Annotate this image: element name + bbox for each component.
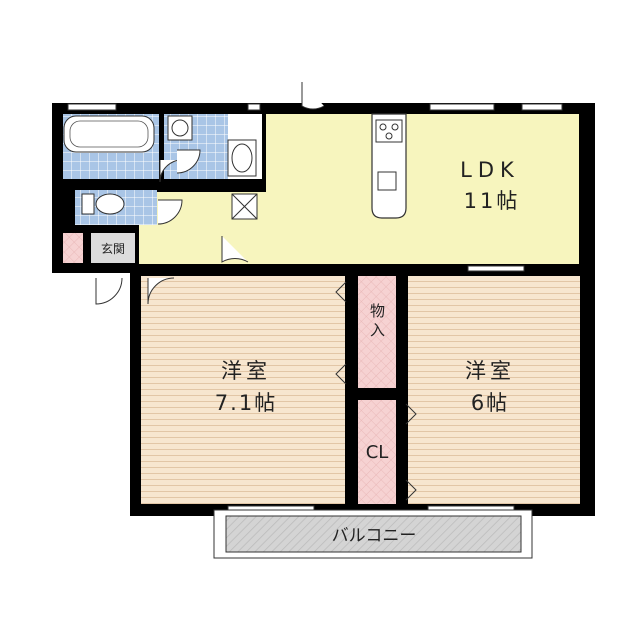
storage-floor xyxy=(358,276,396,388)
windows xyxy=(67,103,563,513)
western-room-right-floor xyxy=(408,276,580,504)
western-room-left-floor xyxy=(141,276,345,504)
balcony-label: バルコニー xyxy=(332,526,417,546)
closet-label: CL xyxy=(366,442,389,463)
entrance-label: 玄関 xyxy=(101,241,125,256)
western-right-size: 6帖 xyxy=(471,391,509,415)
ldk-name: LDK xyxy=(460,158,520,182)
door-swings xyxy=(95,82,417,501)
storage-label: 物入 xyxy=(368,303,386,341)
balcony: バルコニー xyxy=(213,509,533,559)
bathtub-icon xyxy=(63,115,155,153)
wash-basin-icon xyxy=(227,139,257,177)
western-left-size: 7.1帖 xyxy=(215,391,277,415)
western-right-name: 洋室 xyxy=(465,359,515,383)
kitchen-counter-icon xyxy=(371,113,407,219)
entrance-floor xyxy=(63,233,83,263)
entrance-step xyxy=(91,233,135,263)
refrigerator-space-icon xyxy=(231,193,258,220)
toilet-icon xyxy=(81,193,125,215)
western-left-name: 洋室 xyxy=(221,359,271,383)
closet-floor xyxy=(358,400,396,504)
ldk-size: 11帖 xyxy=(464,189,521,213)
ldk-floor xyxy=(266,114,579,264)
washing-machine-icon xyxy=(167,115,193,141)
